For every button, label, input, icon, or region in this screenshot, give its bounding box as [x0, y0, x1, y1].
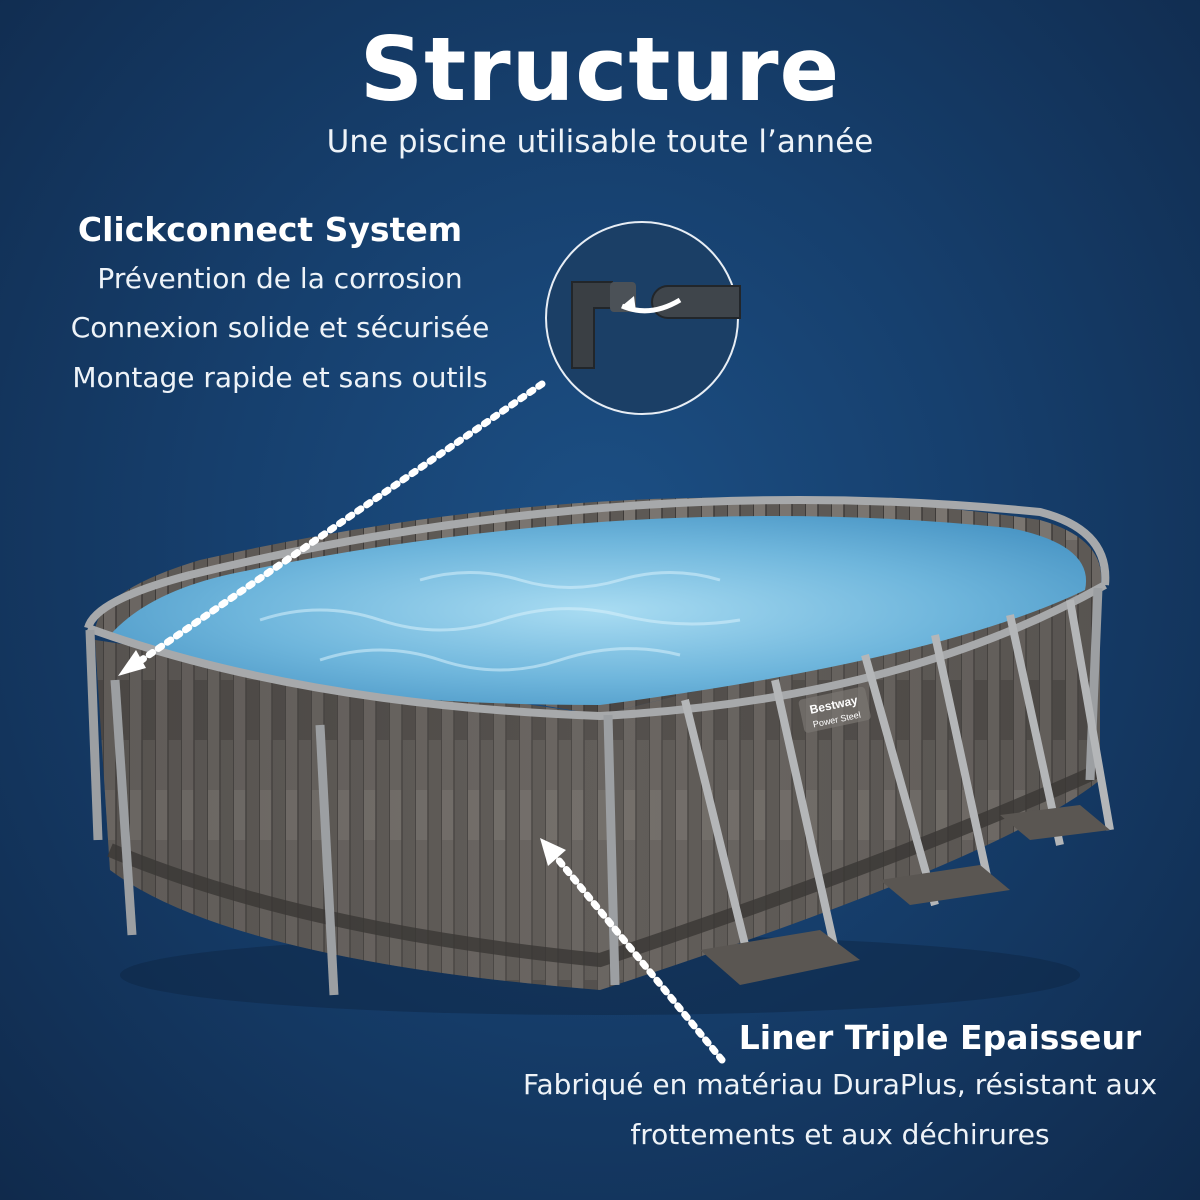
feature-line: frottements et aux déchirures [630, 1118, 1050, 1151]
clickconnect-detail-icon [545, 221, 741, 415]
dotted-arrow-icon [126, 380, 726, 1064]
pool-ladders [681, 599, 1114, 966]
pool-legs [85, 587, 1103, 996]
page-title: Structure [359, 18, 841, 121]
feature-line: Connexion solide et sécurisée [70, 311, 490, 344]
page-subtitle: Une piscine utilisable toute l’année [326, 124, 874, 160]
ladder-steps [700, 805, 1110, 985]
feature-title-liner: Liner Triple Epaisseur [738, 1018, 1142, 1057]
feature-line: Fabriqué en matériau DuraPlus, résistant… [522, 1068, 1158, 1101]
feature-line: Prévention de la corrosion [97, 262, 463, 295]
feature-line: Montage rapide et sans outils [72, 361, 488, 394]
feature-title-clickconnect: Clickconnect System [77, 210, 463, 249]
arrow-heads [118, 650, 566, 866]
